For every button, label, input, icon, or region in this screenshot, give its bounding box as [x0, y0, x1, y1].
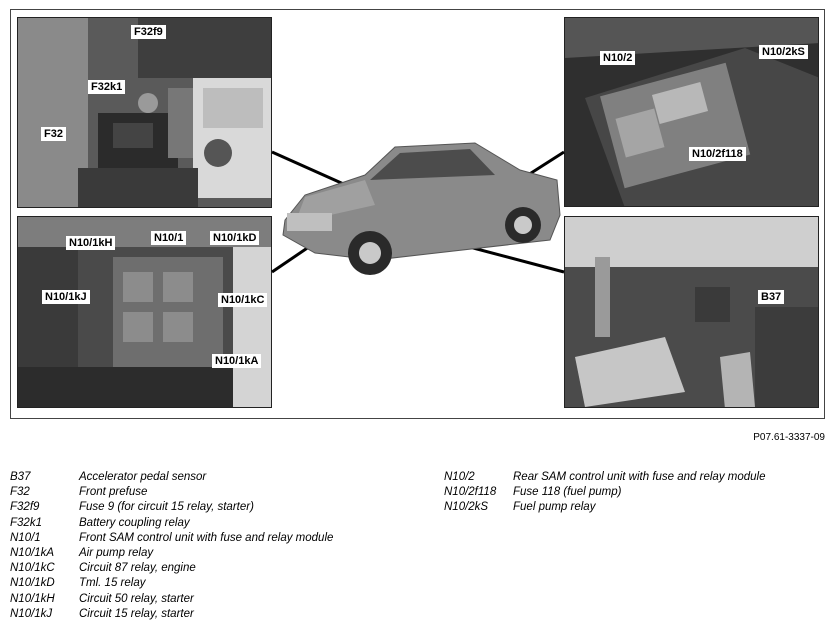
legend-row: N10/1kD Tml. 15 relay: [10, 576, 333, 591]
legend-desc: Front prefuse: [79, 486, 148, 499]
label-f32f9: F32f9: [131, 25, 166, 39]
figure-number: P07.61-3337-09: [753, 432, 825, 443]
legend-row: N10/2kS Fuel pump relay: [444, 500, 765, 515]
legend-code: N10/1: [10, 531, 41, 544]
legend-row: N10/1kA Air pump relay: [10, 546, 333, 561]
legend-desc: Tml. 15 relay: [79, 577, 146, 590]
label-n10-1kc: N10/1kC: [218, 293, 268, 307]
label-n10-1kj: N10/1kJ: [42, 290, 90, 304]
label-n10-1ka: N10/1kA: [212, 354, 262, 368]
legend-row: N10/1kC Circuit 87 relay, engine: [10, 561, 333, 576]
legend-code: F32k1: [10, 516, 42, 529]
front-sam-illustration: [18, 217, 271, 407]
legend-desc: Fuse 9 (for circuit 15 relay, starter): [79, 501, 254, 514]
legend-row: N10/2 Rear SAM control unit with fuse and…: [444, 470, 765, 485]
label-n10-1kh: N10/1kH: [66, 236, 116, 250]
car-illustration: [282, 142, 561, 275]
label-b37: B37: [758, 290, 785, 304]
photo-accelerator-pedal: B37: [564, 216, 819, 408]
legend-code: F32f9: [10, 501, 40, 514]
legend-row: N10/1 Front SAM control unit with fuse an…: [10, 531, 333, 546]
legend-code: N10/1kH: [10, 592, 55, 605]
legend-code: N10/1kA: [10, 547, 55, 560]
legend-desc: Fuel pump relay: [513, 501, 596, 514]
legend-code: B37: [10, 471, 31, 483]
label-n10-2f118: N10/2f118: [689, 147, 746, 161]
legend-row: N10/1kH Circuit 50 relay, starter: [10, 592, 333, 607]
legend-code: N10/2kS: [444, 501, 489, 514]
legend-row: F32 Front prefuse: [10, 485, 333, 500]
legend-right: N10/2 Rear SAM control unit with fuse and…: [444, 470, 765, 516]
legend-code: N10/1kJ: [10, 607, 53, 620]
photo-engine-prefuse: F32f9 F32k1 F32: [17, 17, 272, 208]
legend-row: N10/2f118 Fuse 118 (fuel pump): [444, 485, 765, 500]
legend-desc: Rear SAM control unit with fuse and rela…: [513, 471, 766, 483]
legend-row: B37 Accelerator pedal sensor: [10, 470, 333, 485]
legend-left: B37 Accelerator pedal sensor F32 Front pre…: [10, 470, 333, 622]
label-n10-1kd: N10/1kD: [210, 231, 260, 245]
legend-row: N10/1kJ Circuit 15 relay, starter: [10, 607, 333, 622]
legend-desc: Front SAM control unit with fuse and rel…: [79, 531, 334, 544]
label-n10-2ks: N10/2kS: [759, 45, 808, 59]
legend-desc: Fuse 118 (fuel pump): [513, 486, 622, 499]
label-n10-1: N10/1: [151, 231, 187, 245]
legend-desc: Battery coupling relay: [79, 516, 190, 529]
legend-code: F32: [10, 486, 30, 499]
legend-desc: Circuit 15 relay, starter: [79, 607, 194, 620]
legend-code: N10/2f118: [444, 486, 497, 499]
legend-code: N10/2: [444, 471, 475, 483]
label-f32: F32: [41, 127, 66, 141]
engine-prefuse-illustration: [18, 18, 271, 207]
legend-desc: Circuit 50 relay, starter: [79, 592, 194, 605]
legend-code: N10/1kC: [10, 562, 55, 575]
legend-code: N10/1kD: [10, 577, 55, 590]
legend-desc: Air pump relay: [79, 547, 154, 560]
label-n10-2: N10/2: [600, 51, 636, 65]
accelerator-pedal-illustration: [565, 217, 818, 407]
label-f32k1: F32k1: [88, 80, 126, 94]
legend-desc: Accelerator pedal sensor: [79, 471, 207, 483]
rear-sam-illustration: [565, 18, 818, 206]
legend-row: F32k1 Battery coupling relay: [10, 516, 333, 531]
legend-desc: Circuit 87 relay, engine: [79, 562, 196, 575]
photo-rear-sam: N10/2 N10/2kS N10/2f118: [564, 17, 819, 207]
legend-row: F32f9 Fuse 9 (for circuit 15 relay, start…: [10, 500, 333, 515]
photo-front-sam: N10/1kH N10/1 N10/1kD N10/1kJ N10/1kC N1…: [17, 216, 272, 408]
